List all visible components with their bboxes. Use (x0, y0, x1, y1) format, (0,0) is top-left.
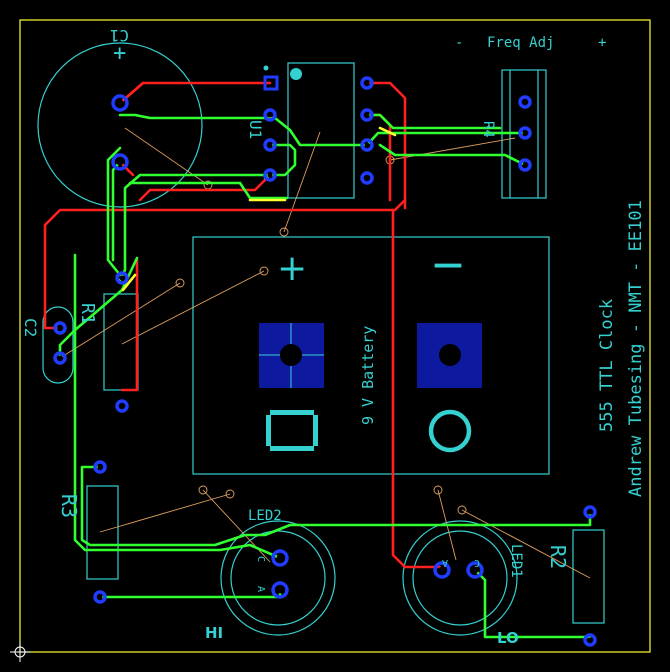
origin-marker (10, 642, 30, 662)
pads (53, 65, 597, 647)
led2-pin-a-label: A (255, 586, 266, 592)
c1-label: C1 (110, 26, 129, 45)
r4-label: R4 (480, 121, 496, 138)
battery-terminal-square (266, 410, 318, 451)
c1-outline (37, 42, 203, 208)
freq-adj-plus: + (598, 35, 606, 51)
battery-terminal-circle (428, 409, 472, 453)
r1-outline (103, 293, 139, 391)
led1-outline (402, 520, 518, 636)
battery-outline (192, 236, 550, 475)
r3-outline (86, 485, 119, 580)
led2-outline (220, 520, 336, 636)
led1-label: LED1 (508, 544, 524, 578)
board-outline (19, 19, 651, 653)
c2-label: C2 (21, 318, 40, 337)
c2-outline (42, 306, 74, 384)
board-author-line: Andrew Tubesing - NMT - EE101 (626, 200, 646, 497)
overlap-segments (121, 126, 397, 292)
led2-label: LED2 (248, 508, 282, 524)
battery-minus-symbol: — (433, 247, 463, 282)
battery-label: 9 V Battery (359, 326, 377, 425)
ratsnest (59, 127, 591, 579)
freq-adj-minus: - (455, 35, 463, 51)
r2-outline (572, 529, 605, 624)
hi-label: HI (205, 624, 223, 642)
led1-pin-a-label: A (442, 557, 448, 568)
r1-label: R1 (77, 303, 98, 325)
r3-label: R3 (57, 494, 81, 518)
c1-plus-label: + (113, 41, 126, 66)
r2-label: R2 (546, 545, 570, 569)
battery-plus-symbol: + (277, 248, 307, 289)
led1-pin-c-label: C (474, 557, 480, 568)
u1-outline (287, 62, 355, 199)
led2-pin-c-label: C (255, 556, 266, 562)
board-title: 555 TTL Clock (597, 299, 617, 432)
u1-label: U1 (246, 120, 265, 139)
freq-adj-label: Freq Adj (487, 35, 554, 51)
lo-label: LO (497, 629, 519, 647)
